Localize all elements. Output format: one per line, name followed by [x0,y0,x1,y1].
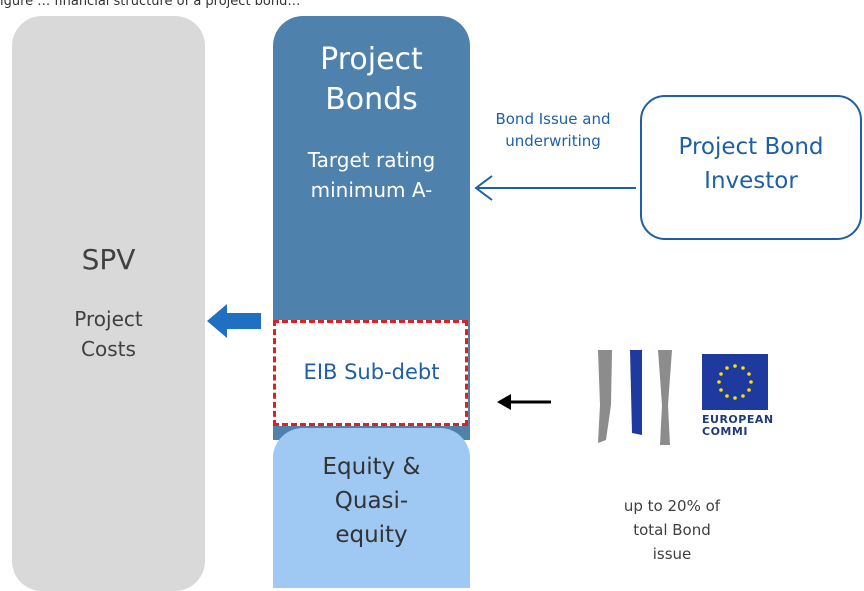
eib-sub-debt-block [273,320,468,426]
project-bonds-title: Project Bonds [320,42,423,117]
spv-title: SPV [81,243,136,276]
eib-sub-debt-label: EIB Sub-debt [303,360,440,384]
project-bond-investor-box [640,95,862,240]
equity-label: Equity & Quasi- equity [322,454,421,548]
bond-issue-label: Bond Issue and underwriting [495,110,611,150]
project-bonds-subtitle: Target rating minimum A- [307,148,436,202]
equity-block [273,428,470,588]
figure-caption-fragment: igure … financial structure of a project… [0,0,301,8]
bond-issue-arrow-icon [474,175,636,201]
flow-arrow-to-spv-icon [207,304,261,338]
eib-support-arrow-icon [497,394,551,410]
european-commission-building-icon [598,350,672,445]
eu-flag-icon [702,354,768,410]
eib-support-caption: up to 20% of total Bond issue [623,497,721,563]
project-bond-investor-label: Project Bond Investor [678,134,824,194]
spv-subtitle: Project Costs [74,307,143,361]
spv-block [12,16,205,591]
european-commission-logo-text: EUROPEAN COMMI [702,413,774,438]
